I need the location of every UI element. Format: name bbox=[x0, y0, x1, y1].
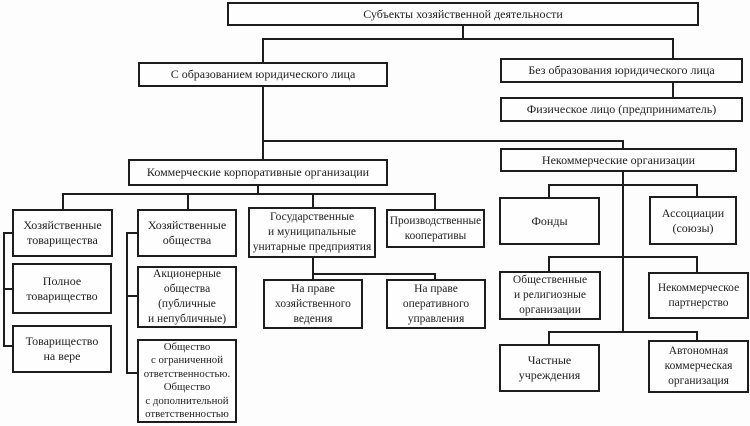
node-root: Субъекты хозяйственной деятельности bbox=[227, 2, 699, 26]
connector-line bbox=[126, 232, 128, 374]
connector-line bbox=[3, 232, 12, 234]
connector-line bbox=[3, 345, 12, 347]
connector-line bbox=[312, 273, 436, 275]
connector-line bbox=[62, 195, 64, 209]
node-economic-management-right: На праве хозяйственного ведения bbox=[263, 279, 363, 329]
connector-line bbox=[312, 258, 314, 273]
node-without-legal-entity: Без образования юридического лица bbox=[500, 58, 743, 83]
node-operational-management-right: На праве оперативного управления bbox=[386, 279, 486, 329]
connector-line bbox=[672, 40, 674, 58]
connector-line bbox=[264, 140, 624, 142]
connector-line bbox=[62, 193, 436, 195]
connector-line bbox=[312, 195, 314, 207]
node-production-cooperatives: Производственные кооперативы bbox=[386, 209, 485, 248]
connector-line bbox=[696, 258, 698, 272]
node-private-institutions: Частные учреждения bbox=[499, 344, 600, 392]
connector-line bbox=[434, 275, 436, 279]
connector-line bbox=[622, 172, 624, 331]
node-joint-stock-companies: Акционерные общества (публичные и непубл… bbox=[137, 266, 237, 328]
node-funds: Фонды bbox=[499, 197, 600, 245]
connector-line bbox=[462, 26, 464, 38]
connector-line bbox=[548, 333, 550, 344]
node-noncommercial-orgs: Некоммерческие организации bbox=[500, 148, 737, 172]
node-with-legal-entity: С образованием юридического лица bbox=[138, 62, 388, 87]
node-commercial-corporate-orgs: Коммерческие корпоративные организации bbox=[128, 159, 388, 186]
connector-line bbox=[548, 256, 698, 258]
connector-line bbox=[257, 186, 259, 193]
node-limited-liability-companies: Общество с ограниченной ответственностью… bbox=[137, 339, 237, 423]
node-limited-partnership: Товарищество на вере bbox=[12, 325, 112, 373]
node-full-partnership: Полное товарищество bbox=[12, 263, 112, 314]
connector-line bbox=[548, 258, 550, 271]
connector-line bbox=[696, 186, 698, 196]
connector-line bbox=[548, 184, 698, 186]
connector-line bbox=[126, 372, 137, 374]
connector-line bbox=[312, 275, 314, 279]
node-associations-unions: Ассоциации (союзы) bbox=[649, 196, 737, 245]
connector-line bbox=[3, 288, 12, 290]
connector-line bbox=[696, 333, 698, 340]
connector-line bbox=[126, 232, 137, 234]
connector-line bbox=[622, 142, 624, 148]
connector-line bbox=[126, 295, 137, 297]
node-individual-entrepreneur: Физическое лицо (предприниматель) bbox=[500, 97, 743, 122]
connector-line bbox=[548, 331, 698, 333]
node-state-unitary-enterprises: Государственные и муниципальные унитарны… bbox=[248, 207, 376, 258]
connector-line bbox=[434, 195, 436, 209]
connector-line bbox=[262, 87, 264, 159]
node-business-partnerships: Хозяйственные товарищества bbox=[12, 209, 113, 257]
node-business-companies: Хозяйственные общества bbox=[137, 209, 237, 257]
connector-line bbox=[548, 186, 550, 197]
node-autonomous-commercial-org: Автономная коммерческая организация bbox=[648, 340, 749, 393]
connector-line bbox=[262, 38, 674, 40]
connector-line bbox=[187, 195, 189, 209]
node-public-religious-orgs: Общественные и религиозные организации bbox=[499, 271, 601, 320]
connector-line bbox=[672, 83, 674, 97]
connector-line bbox=[262, 40, 264, 62]
node-noncommercial-partnership: Некоммерческое партнерство bbox=[648, 272, 749, 319]
